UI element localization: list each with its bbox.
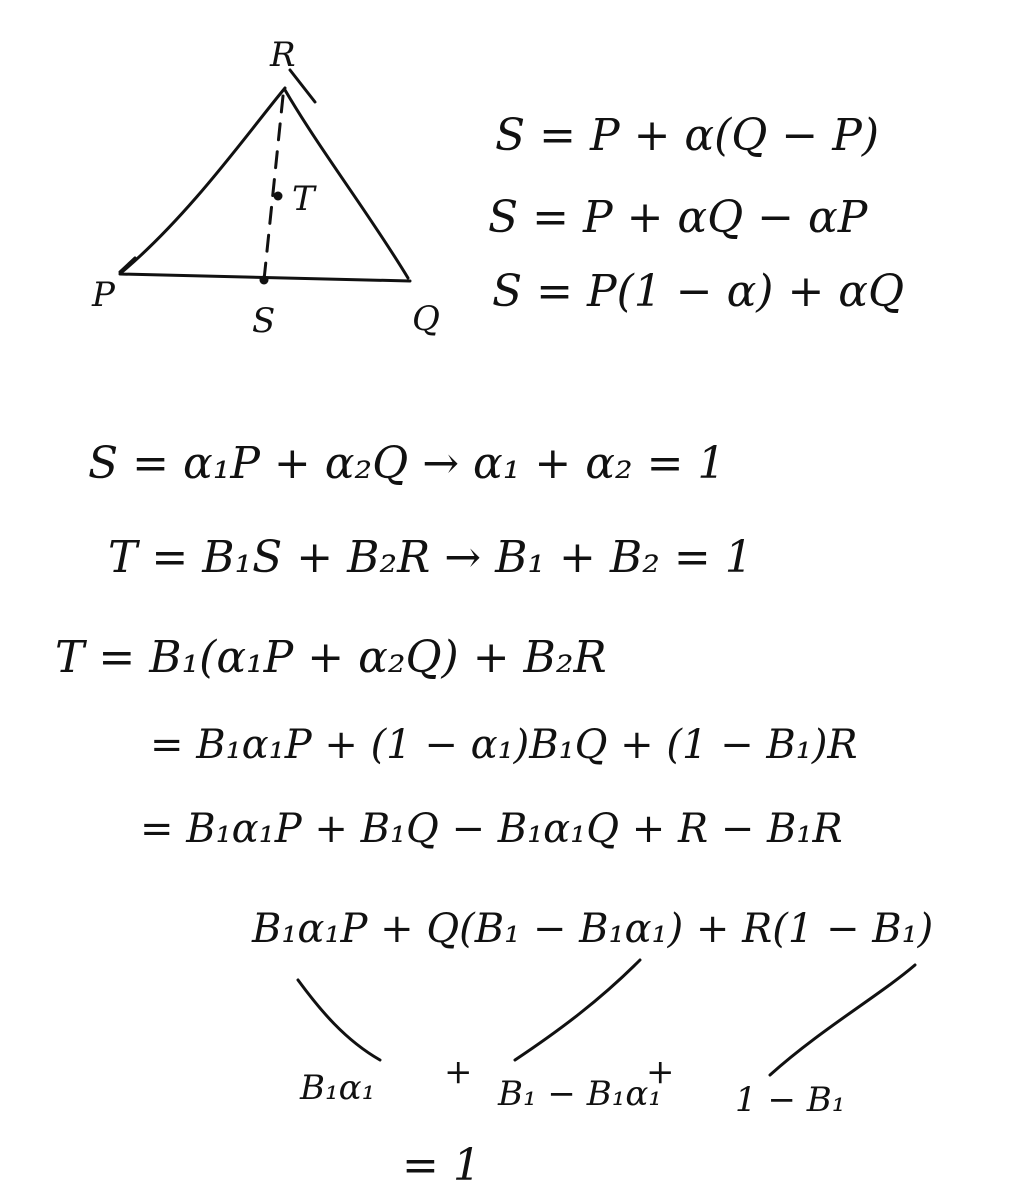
label-r: R bbox=[269, 35, 296, 75]
label-q: Q bbox=[412, 299, 440, 339]
coefficient-r: 1 − B₁ bbox=[735, 1080, 846, 1120]
equation-line-5: T = B₁S + B₂R → B₁ + B₂ = 1 bbox=[108, 532, 753, 583]
tick-r bbox=[288, 68, 317, 104]
equation-line-3: S = P(1 − α) + αQ bbox=[492, 266, 905, 317]
equation-line-9: B₁α₁P + Q(B₁ − B₁α₁) + R(1 − B₁) bbox=[252, 906, 934, 952]
equation-line-1: S = P + α(Q − P) bbox=[495, 110, 879, 161]
connector-2 bbox=[513, 958, 642, 1062]
connector-1 bbox=[296, 978, 382, 1062]
equation-line-2: S = P + αQ − αP bbox=[488, 192, 868, 243]
sum-result: = 1 bbox=[402, 1140, 481, 1191]
side-rq bbox=[283, 88, 410, 280]
plus-sign-2: + bbox=[646, 1052, 675, 1092]
tick-p bbox=[118, 256, 137, 274]
median-rs bbox=[262, 94, 285, 282]
plus-sign-1: + bbox=[444, 1052, 473, 1092]
point-s bbox=[259, 275, 269, 285]
label-t: T bbox=[292, 179, 317, 219]
equation-line-8: = B₁α₁P + B₁Q − B₁α₁Q + R − B₁R bbox=[140, 806, 843, 852]
side-rp bbox=[120, 86, 287, 274]
equation-line-7: = B₁α₁P + (1 − α₁)B₁Q + (1 − B₁)R bbox=[150, 722, 858, 768]
connector-3 bbox=[768, 963, 917, 1077]
label-s: S bbox=[252, 301, 275, 341]
coefficient-q: B₁ − B₁α₁ bbox=[498, 1074, 662, 1114]
coefficient-p: B₁α₁ bbox=[300, 1068, 376, 1108]
label-p: P bbox=[91, 275, 116, 315]
equation-line-6: T = B₁(α₁P + α₂Q) + B₂R bbox=[55, 632, 607, 683]
equation-line-4: S = α₁P + α₂Q → α₁ + α₂ = 1 bbox=[88, 438, 726, 489]
point-t bbox=[273, 191, 283, 201]
